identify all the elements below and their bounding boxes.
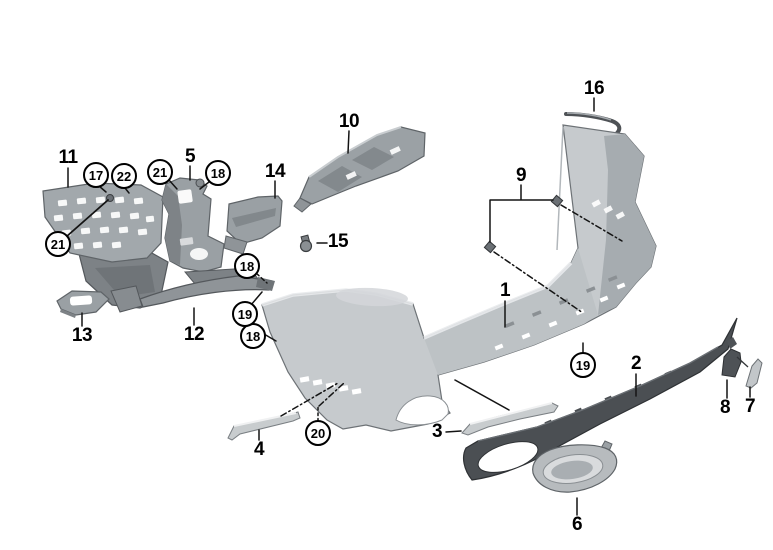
callout-18-b: 18	[234, 253, 260, 279]
part-7-shape	[745, 358, 763, 389]
callout-12: 12	[183, 324, 205, 345]
callout-17: 17	[83, 162, 109, 188]
part-6-shape	[532, 440, 618, 493]
callout-21-a: 21	[147, 159, 173, 185]
callout-8: 8	[719, 397, 731, 418]
leader-lines	[65, 97, 751, 516]
callout-4: 4	[253, 439, 265, 460]
callout-10: 10	[338, 111, 360, 132]
part-5-shape	[161, 177, 225, 273]
callout-2: 2	[630, 353, 642, 374]
callout-16: 16	[583, 78, 605, 99]
part-16-shape	[564, 112, 622, 135]
part-3-shape	[461, 402, 559, 436]
callout-11: 11	[58, 147, 78, 168]
part-8-shape	[721, 337, 749, 378]
callout-15: 15	[327, 231, 349, 252]
callout-18-a: 18	[205, 160, 231, 186]
part-12-shape	[110, 267, 275, 313]
part-10-shape	[293, 126, 426, 213]
part-14-shape	[223, 195, 283, 255]
part-2-shape	[462, 317, 738, 481]
part-9-clips	[483, 194, 564, 254]
part-15-shape	[299, 234, 313, 253]
callout-9: 9	[515, 165, 527, 186]
callout-20: 20	[305, 420, 331, 446]
part-1-shape	[261, 124, 657, 432]
callout-18-c: 18	[240, 323, 266, 349]
part-4-shape	[227, 411, 301, 441]
callout-22: 22	[111, 163, 137, 189]
callout-19-b: 19	[570, 352, 596, 378]
callout-19-a: 19	[232, 301, 258, 327]
callout-5: 5	[184, 146, 196, 167]
callout-1: 1	[499, 280, 511, 301]
callout-14: 14	[264, 161, 286, 182]
callout-6: 6	[571, 514, 583, 535]
callout-7: 7	[744, 396, 756, 417]
part-13-shape	[56, 290, 110, 318]
callout-21-b: 21	[45, 231, 71, 257]
callout-13: 13	[71, 325, 93, 346]
callout-3: 3	[431, 421, 443, 442]
